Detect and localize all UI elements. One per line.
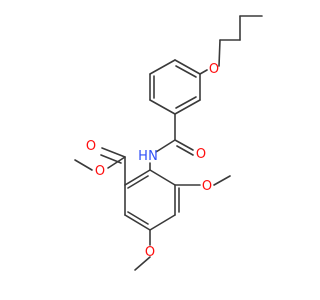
bond <box>107 156 126 169</box>
bond <box>175 65 197 78</box>
ester-oxygen: O <box>95 164 105 179</box>
bond <box>174 99 201 115</box>
allyloxy-group: O <box>199 15 263 77</box>
bond <box>134 256 151 271</box>
molecule-structure: O O N H O O O O <box>74 15 263 271</box>
amide-group: N H O <box>138 113 206 171</box>
bond <box>127 211 149 225</box>
bond <box>127 175 149 189</box>
bond <box>149 169 176 186</box>
amide-hydrogen: H <box>138 149 148 164</box>
bond <box>213 175 231 186</box>
bond <box>124 214 151 231</box>
bond <box>149 214 176 231</box>
bond <box>218 39 221 67</box>
bond <box>176 145 194 156</box>
amide-carbonyl-oxygen: O <box>196 147 206 162</box>
methyl-ester-group: O O <box>74 139 126 186</box>
ether-oxygen: O <box>209 62 219 77</box>
ester-carbonyl-oxygen: O <box>86 139 96 154</box>
bond <box>155 139 176 153</box>
bond <box>174 139 194 151</box>
bond <box>199 69 208 75</box>
bond <box>149 59 176 75</box>
bond <box>74 159 93 171</box>
bond <box>174 59 201 75</box>
bond <box>175 96 197 109</box>
molecule-canvas: O O N H O O O O <box>74 15 263 271</box>
methoxy-groups: O O <box>134 175 231 271</box>
bond <box>124 169 151 186</box>
bond <box>149 99 176 115</box>
phenyl-ring <box>149 59 201 115</box>
methoxy-oxygen-4: O <box>202 179 212 194</box>
bond <box>101 147 126 158</box>
amide-nitrogen: N <box>148 149 158 164</box>
benzoate-ring <box>124 169 180 231</box>
methoxy-oxygen-5: O <box>145 245 155 260</box>
